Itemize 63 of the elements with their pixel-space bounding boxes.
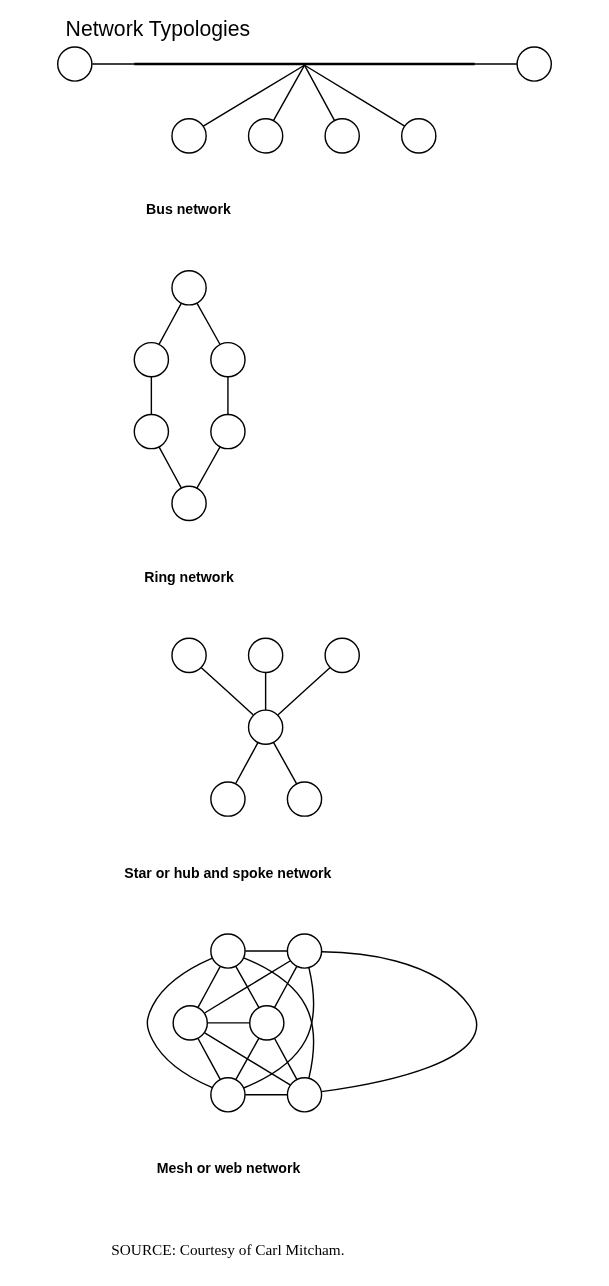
- connector: [242, 957, 315, 1079]
- connector: [273, 965, 298, 1009]
- node-circle: [247, 637, 284, 674]
- node-circle: [210, 1076, 246, 1113]
- node-circle: [57, 46, 93, 82]
- node-circle: [286, 1076, 323, 1113]
- connector: [235, 742, 259, 785]
- node-circle: [286, 933, 323, 969]
- node-circle: [133, 341, 170, 378]
- connector: [200, 667, 254, 716]
- node-circle: [247, 709, 284, 745]
- connector: [264, 671, 267, 711]
- connector: [227, 376, 229, 416]
- connector: [158, 446, 182, 489]
- diagram-title: Network Typologies: [65, 16, 251, 40]
- connector: [150, 376, 153, 416]
- connector: [203, 960, 291, 1014]
- node-circle: [286, 781, 323, 817]
- node-circle: [210, 933, 246, 969]
- node-circle: [133, 413, 170, 450]
- node-circle: [172, 1005, 209, 1041]
- connector: [235, 965, 260, 1009]
- node-circle: [171, 637, 207, 674]
- connector: [473, 63, 518, 65]
- node-circle: [171, 485, 207, 522]
- connector: [197, 1037, 221, 1080]
- node-bar: [134, 62, 475, 66]
- node-circle: [171, 270, 207, 306]
- label: Star or hub and spoke network: [124, 864, 332, 881]
- node-circle: [247, 118, 284, 154]
- node-circle: [210, 781, 246, 817]
- label: Mesh or web network: [156, 1160, 301, 1177]
- node-circle: [171, 118, 207, 154]
- node-circle: [324, 637, 360, 674]
- connector: [197, 965, 221, 1009]
- node-circle: [324, 118, 360, 154]
- connector: [146, 957, 214, 1089]
- connector: [303, 64, 336, 122]
- connector: [273, 1037, 298, 1080]
- connector: [244, 1094, 289, 1096]
- node-circle: [210, 413, 246, 450]
- node-circle: [516, 46, 552, 82]
- connector: [196, 446, 221, 489]
- connector: [158, 302, 182, 345]
- connector: [303, 64, 406, 127]
- connector: [277, 667, 331, 716]
- connector: [204, 1032, 291, 1086]
- caption: SOURCE: Courtesy of Carl Mitcham.: [111, 1240, 345, 1258]
- connector: [235, 1037, 260, 1081]
- node-circle: [400, 118, 437, 154]
- label: Bus network: [146, 201, 231, 218]
- node-circle: [210, 341, 246, 378]
- connector: [202, 64, 306, 127]
- connector: [272, 64, 306, 122]
- connector: [244, 950, 289, 952]
- node-circle: [249, 1005, 285, 1041]
- label: Ring network: [144, 568, 234, 585]
- connector: [91, 63, 136, 65]
- connector: [320, 951, 477, 1093]
- connector: [206, 1022, 251, 1024]
- connector: [196, 302, 221, 346]
- connector: [272, 741, 298, 785]
- connector: [242, 967, 315, 1089]
